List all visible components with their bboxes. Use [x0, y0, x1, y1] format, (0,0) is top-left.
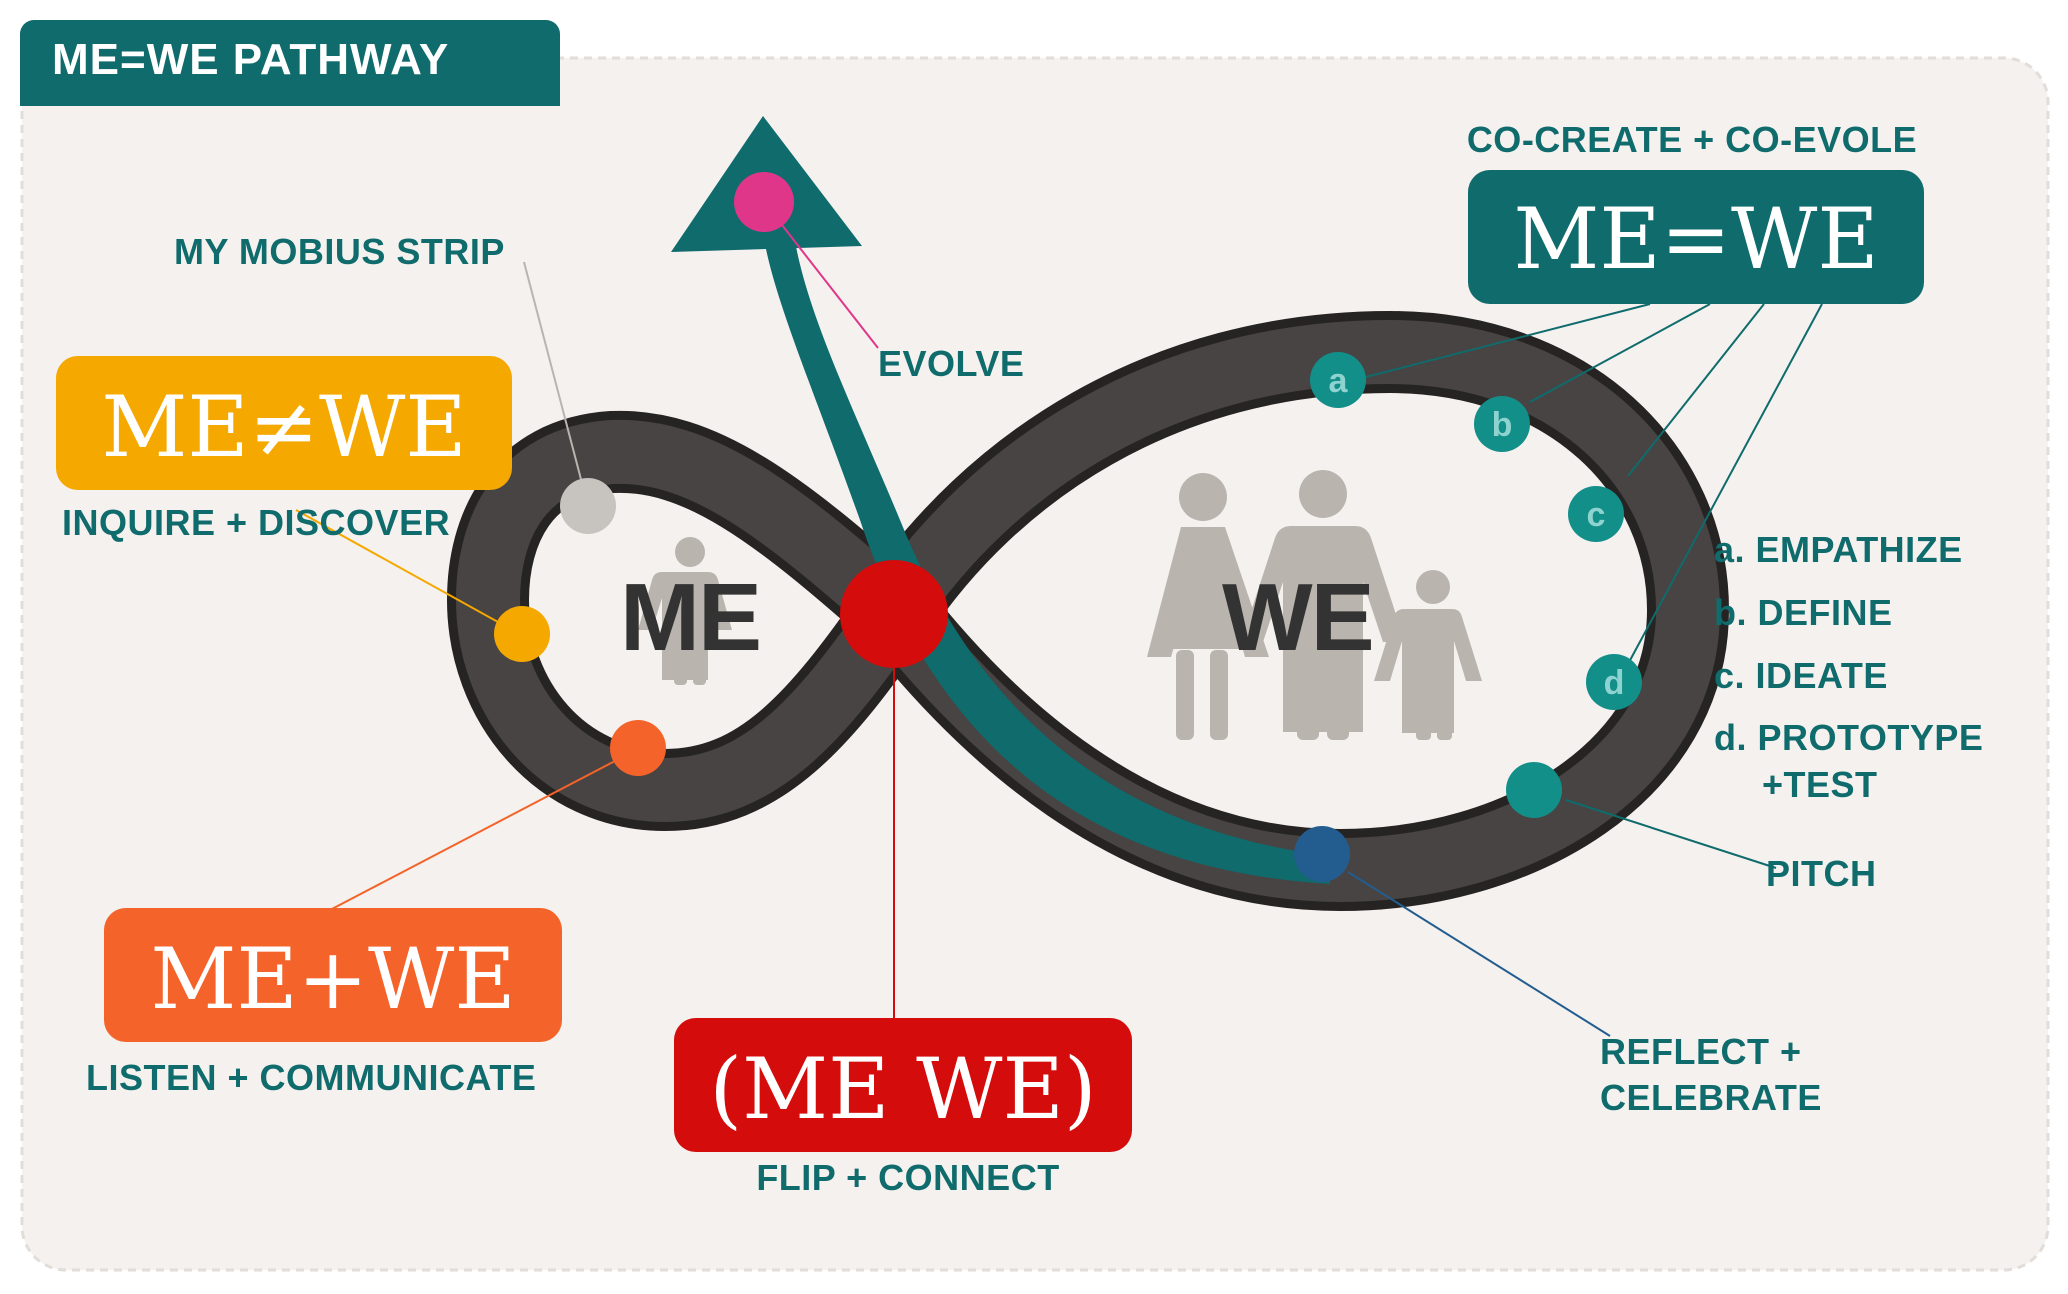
step-a-letter: a	[1329, 362, 1349, 400]
flip-connect-node	[840, 560, 948, 668]
we-family-figures	[1147, 470, 1482, 740]
me-neq-we-text: ME≠WE	[101, 378, 466, 476]
me-we-flip-text: (ME WE)	[709, 1040, 1096, 1138]
step-d-letter: d	[1604, 664, 1625, 702]
flip-connect-caption: FLIP + CONNECT	[756, 1157, 1059, 1198]
step-c-dot	[1568, 486, 1624, 542]
woman-figure	[1147, 473, 1269, 740]
step-a-label: a. EMPATHIZE	[1714, 529, 1963, 570]
step-c-label: c. IDEATE	[1714, 655, 1888, 696]
step-b-letter: b	[1492, 406, 1513, 444]
step-a-connector	[1361, 303, 1651, 379]
me-plus-we-box	[104, 908, 562, 1042]
me-we-flip-box	[674, 1018, 1132, 1152]
child-figure	[1374, 570, 1482, 740]
inquire-connector	[295, 509, 517, 633]
band-dots	[494, 172, 1642, 882]
me-person-figure	[638, 537, 732, 685]
reflect-label-line2: CELEBRATE	[1600, 1077, 1822, 1118]
evolve-arrow-shaft	[762, 220, 1330, 884]
step-d-connector	[1627, 303, 1823, 665]
me-eq-we-box	[1468, 170, 1924, 304]
listen-dot	[610, 720, 666, 776]
co-create-caption: CO-CREATE + CO-EVOLE	[1467, 119, 1917, 160]
step-a-dot	[1310, 352, 1366, 408]
listen-connector	[329, 749, 637, 911]
step-b-label: b. DEFINE	[1714, 592, 1893, 633]
step-b-connector	[1529, 303, 1711, 403]
mobius-dot	[560, 478, 616, 534]
evolve-label: EVOLVE	[878, 343, 1024, 384]
header-tab-base	[20, 60, 560, 106]
reflect-dot	[1294, 826, 1350, 882]
step-d-dot	[1586, 654, 1642, 710]
step-c-connector	[1627, 303, 1765, 477]
step-d-label-line2: +TEST	[1762, 764, 1878, 805]
reflect-connector	[1347, 871, 1611, 1037]
inquire-dot	[494, 606, 550, 662]
step-b-dot	[1474, 396, 1530, 452]
man-figure	[1241, 470, 1405, 740]
mobius-infinity-band	[447, 311, 1729, 911]
me-core-label: ME	[620, 564, 760, 671]
reflect-label-line1: REFLECT +	[1600, 1031, 1802, 1072]
connector-lines	[295, 201, 1823, 1037]
evolve-dot	[734, 172, 794, 232]
pitch-connector	[1565, 799, 1777, 869]
header-title: ME=WE PATHWAY	[52, 35, 449, 84]
we-core-label: WE	[1222, 564, 1373, 671]
pitch-label: PITCH	[1766, 853, 1877, 894]
me-eq-we-text: ME=WE	[1513, 190, 1878, 288]
listen-communicate-caption: LISTEN + COMMUNICATE	[86, 1057, 536, 1098]
evolve-connector	[763, 201, 879, 349]
pitch-dot	[1506, 762, 1562, 818]
step-d-label-line1: d. PROTOTYPE	[1714, 717, 1983, 758]
mobius-strip-label: MY MOBIUS STRIP	[174, 231, 505, 272]
me-neq-we-box	[56, 356, 512, 490]
band-main	[456, 320, 1720, 902]
me-plus-we-text: ME+WE	[150, 930, 515, 1028]
step-c-letter: c	[1587, 496, 1606, 534]
mobius-connector	[523, 261, 589, 507]
inquire-discover-caption: INQUIRE + DISCOVER	[62, 502, 450, 543]
